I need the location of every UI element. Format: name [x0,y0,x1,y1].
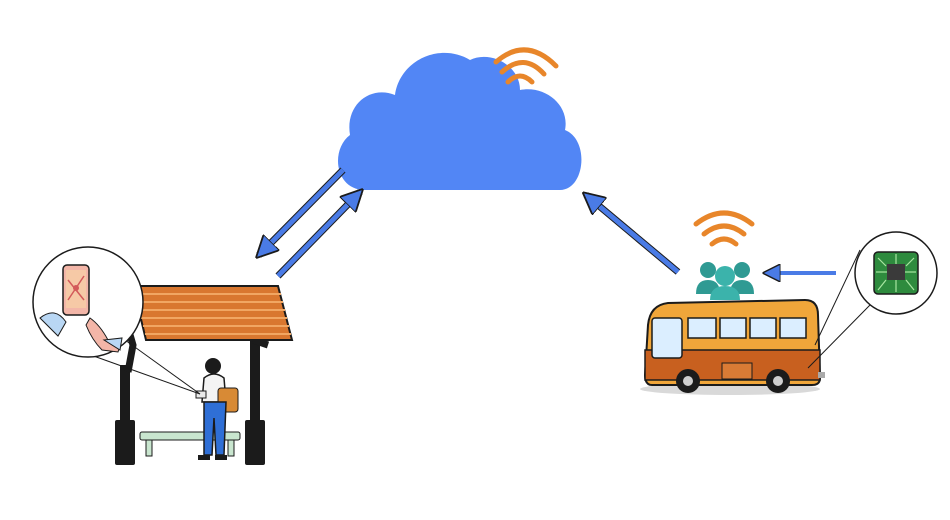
cloud-icon [338,52,582,191]
microchip-icon [873,251,919,295]
arrow-stop-to-cloud [275,192,360,279]
people-wifi-icon [693,210,755,247]
cloud-wifi-icon [493,47,559,85]
arrow-people-to-cloud [586,195,681,275]
bus-icon [640,298,825,395]
chip-callout [807,231,938,369]
people-group-icon [696,262,754,300]
arrow-cloud-to-stop [259,167,346,255]
person-icon [195,358,239,460]
smartphone-map-icon [39,264,123,353]
